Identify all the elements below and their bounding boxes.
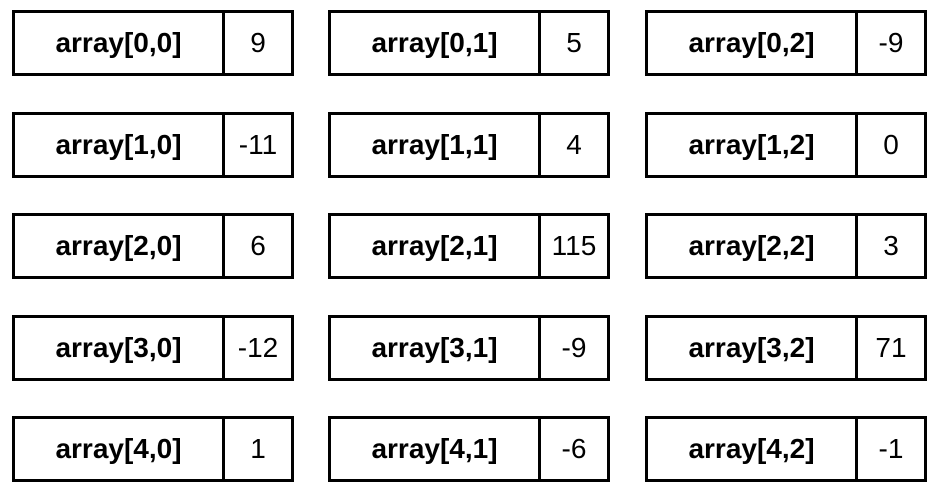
cell-label: array[3,0] <box>15 318 225 378</box>
array-cell: array[3,2] 71 <box>645 315 927 381</box>
cell-label: array[2,0] <box>15 216 225 276</box>
cell-label: array[3,1] <box>331 318 541 378</box>
array-cell: array[0,1] 5 <box>328 10 610 76</box>
cell-value: 71 <box>875 332 907 363</box>
cell-value: 0 <box>883 129 899 160</box>
array-cell: array[4,1] -6 <box>328 416 610 482</box>
cell-value: -9 <box>878 27 904 58</box>
cell-value: 4 <box>566 129 582 160</box>
cell-label: array[0,1] <box>331 13 541 73</box>
cell-value: 3 <box>883 230 899 261</box>
cell-label: array[1,1] <box>331 115 541 175</box>
cell-value: 5 <box>566 27 582 58</box>
array-cell: array[3,1] -9 <box>328 315 610 381</box>
cell-value: 1 <box>250 433 266 464</box>
cell-label: array[4,1] <box>331 419 541 479</box>
cell-value: 6 <box>250 230 266 261</box>
array-cell: array[2,1] 115 <box>328 213 610 279</box>
cell-value: -6 <box>561 433 587 464</box>
cell-value: -9 <box>561 332 587 363</box>
array-cell: array[2,0] 6 <box>12 213 294 279</box>
cell-value: -1 <box>878 433 904 464</box>
cell-label: array[2,1] <box>331 216 541 276</box>
cell-label: array[0,2] <box>648 13 858 73</box>
cell-value: 9 <box>250 27 266 58</box>
array-cell: array[4,2] -1 <box>645 416 927 482</box>
cell-label: array[2,2] <box>648 216 858 276</box>
array-cell: array[1,1] 4 <box>328 112 610 178</box>
cell-label: array[4,2] <box>648 419 858 479</box>
cell-label: array[1,2] <box>648 115 858 175</box>
cell-value: -11 <box>238 129 278 160</box>
cell-value: -12 <box>237 332 279 363</box>
cell-label: array[1,0] <box>15 115 225 175</box>
cell-label: array[3,2] <box>648 318 858 378</box>
cell-label: array[4,0] <box>15 419 225 479</box>
cell-label: array[0,0] <box>15 13 225 73</box>
array-cell: array[0,0] 9 <box>12 10 294 76</box>
array-cell: array[1,2] 0 <box>645 112 927 178</box>
cell-value: 115 <box>551 230 597 261</box>
array-cell: array[4,0] 1 <box>12 416 294 482</box>
array-cell: array[3,0] -12 <box>12 315 294 381</box>
array-cell: array[1,0] -11 <box>12 112 294 178</box>
array-cell: array[2,2] 3 <box>645 213 927 279</box>
array-cell: array[0,2] -9 <box>645 10 927 76</box>
